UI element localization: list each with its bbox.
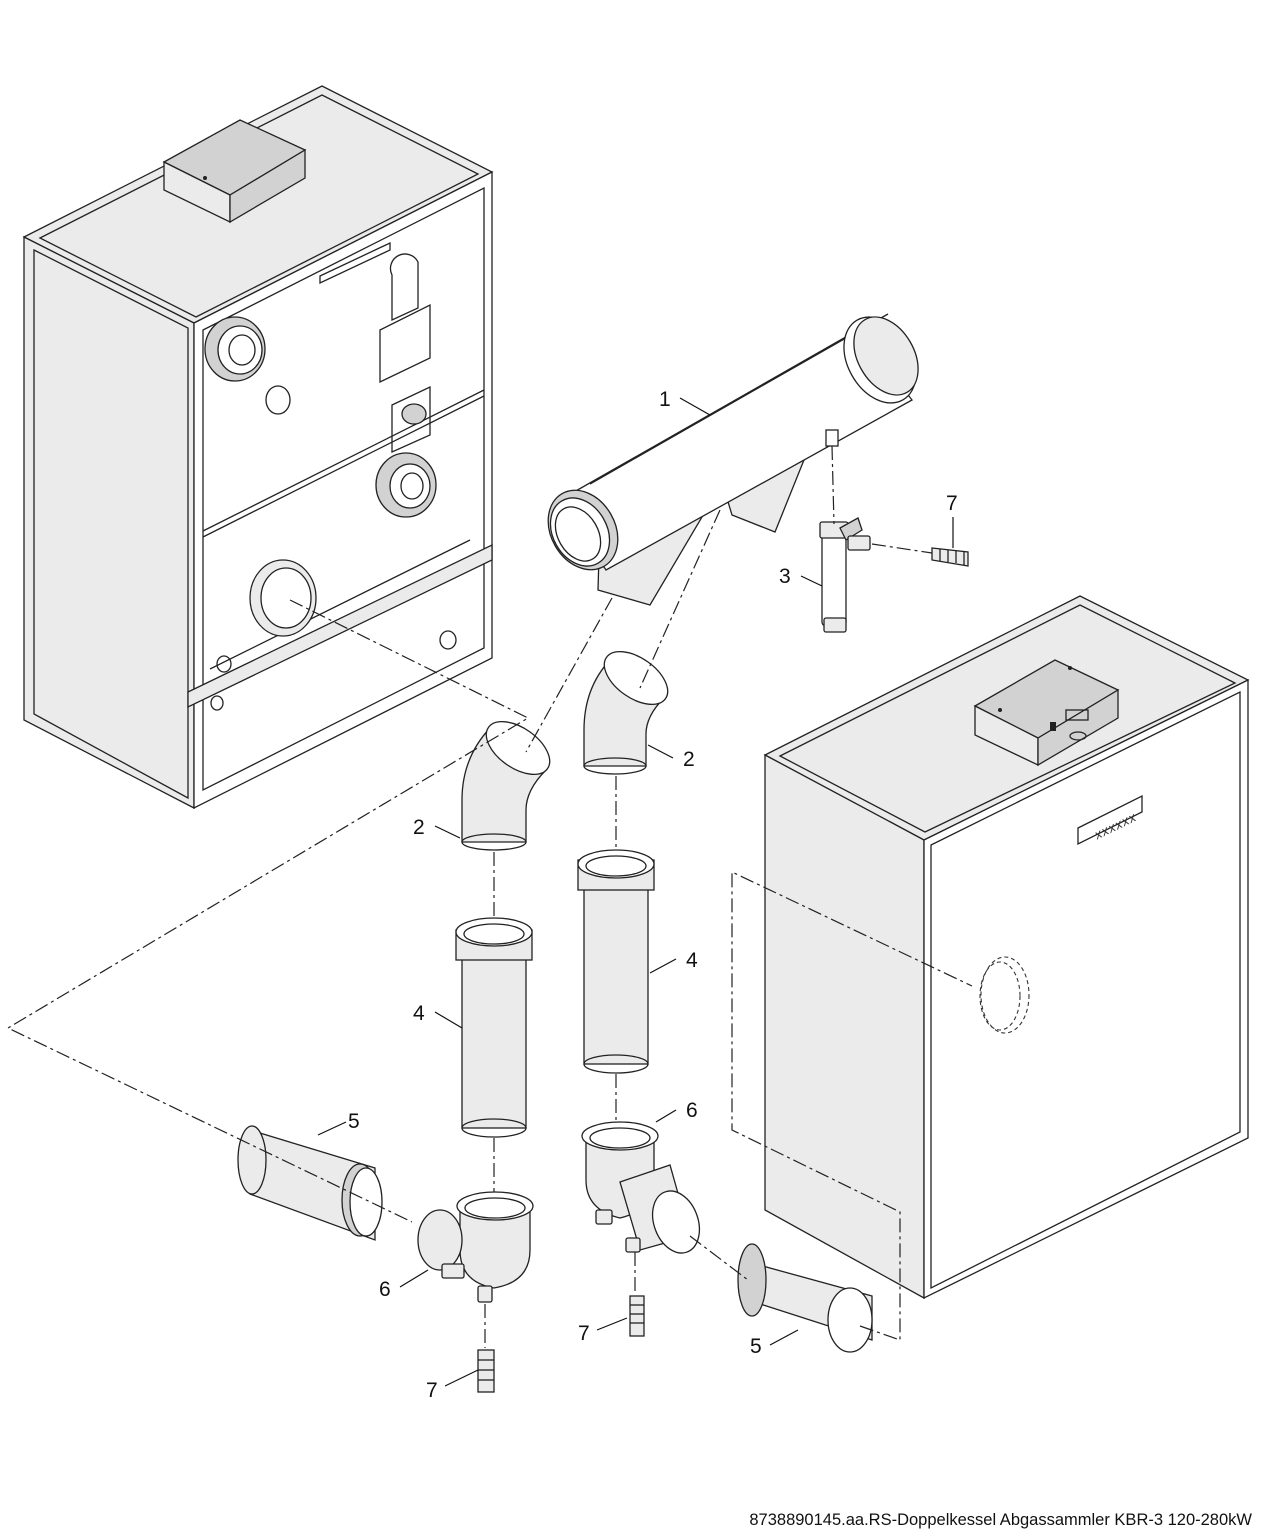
part-7-nipple-lower bbox=[477, 1349, 495, 1393]
part-6-tee-left bbox=[417, 1191, 534, 1303]
callout-numbers: 1 7 3 2 2 4 4 5 6 6 7 5 7 bbox=[348, 388, 958, 1402]
return-connection bbox=[375, 452, 437, 518]
left-boiler-flue-outlet bbox=[249, 559, 317, 637]
part-5-adapter-left bbox=[237, 1125, 383, 1241]
part-7-nipple-upper bbox=[931, 547, 969, 567]
callout-2-right: 2 bbox=[683, 748, 695, 771]
callout-7-lower: 7 bbox=[426, 1379, 438, 1402]
part-6-tee-right bbox=[581, 1121, 701, 1254]
part-4-pipe-right bbox=[577, 849, 655, 1074]
callout-1: 1 bbox=[659, 388, 671, 411]
part-2-elbow-right bbox=[583, 650, 669, 775]
callout-leaders bbox=[317, 397, 954, 1387]
callout-6-right: 6 bbox=[686, 1099, 698, 1122]
callout-5-left: 5 bbox=[348, 1110, 360, 1133]
part-7-nipple-middle bbox=[629, 1295, 645, 1337]
connection-lines bbox=[6, 445, 973, 1348]
right-boiler: xxxxxx bbox=[763, 595, 1250, 1300]
callout-7-upper: 7 bbox=[946, 492, 958, 515]
part-5-adapter-right bbox=[737, 1243, 873, 1353]
callout-5-right: 5 bbox=[750, 1335, 762, 1358]
callout-6-left: 6 bbox=[379, 1278, 391, 1301]
part-1-flue-collector bbox=[547, 313, 919, 606]
part-4-pipe-left bbox=[455, 917, 533, 1138]
callout-4-left: 4 bbox=[413, 1002, 425, 1025]
part-3-siphon bbox=[819, 517, 871, 633]
control-unit bbox=[973, 659, 1120, 767]
burner-hood bbox=[162, 119, 307, 224]
left-boiler bbox=[22, 85, 494, 810]
flow-connection bbox=[204, 316, 266, 382]
drawing-caption: 8738890145.aa.RS-Doppelkessel Abgassamml… bbox=[749, 1511, 1252, 1529]
callout-2-left: 2 bbox=[413, 816, 425, 839]
part-2-elbow-left bbox=[461, 720, 551, 851]
callout-3: 3 bbox=[779, 565, 791, 588]
callout-7-middle: 7 bbox=[578, 1322, 590, 1345]
callout-4-right: 4 bbox=[686, 949, 698, 972]
